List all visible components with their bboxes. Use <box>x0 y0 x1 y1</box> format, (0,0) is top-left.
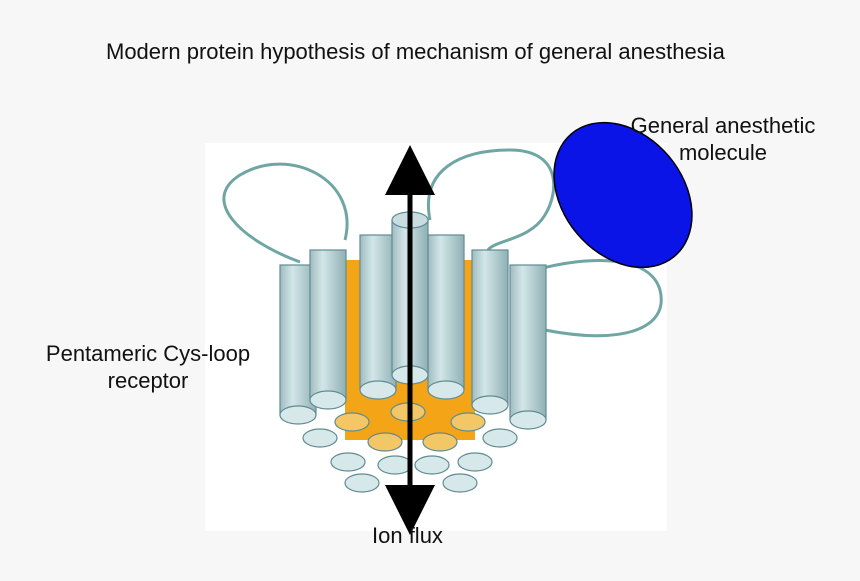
helix-cylinder <box>471 249 509 406</box>
extracellular-loops <box>222 148 663 338</box>
receptor-label-line1: Pentameric Cys-loop <box>45 341 251 366</box>
lower-caps <box>302 402 518 493</box>
helix-cap <box>471 395 509 415</box>
anesthetic-molecule-ellipse <box>553 121 693 269</box>
helix-cylinder <box>359 234 397 391</box>
loop-top-right <box>427 148 556 252</box>
ion-flux-label: Ion flux <box>372 523 443 548</box>
helix-cap <box>359 380 397 400</box>
helix-cylinder <box>309 249 347 401</box>
helix-cap <box>279 405 317 425</box>
helix-cap <box>427 380 465 400</box>
receptor-label: Pentameric Cys-loop receptor <box>28 340 268 394</box>
helix-bundle <box>279 211 547 430</box>
anesthetic-label-line1: General anesthetic <box>630 113 816 138</box>
receptor-label-line2: receptor <box>107 368 189 393</box>
diagram-title: Modern protein hypothesis of mechanism o… <box>106 39 725 64</box>
anesthetic-label: General anesthetic molecule <box>612 112 834 166</box>
helix-cap <box>309 390 347 410</box>
helix-cylinder <box>427 234 465 391</box>
anesthetic-label-line2: molecule <box>678 140 768 165</box>
helix-cap <box>509 410 547 430</box>
helix-cylinder <box>509 264 547 421</box>
loop-right <box>534 258 663 338</box>
loop-left <box>222 162 349 264</box>
